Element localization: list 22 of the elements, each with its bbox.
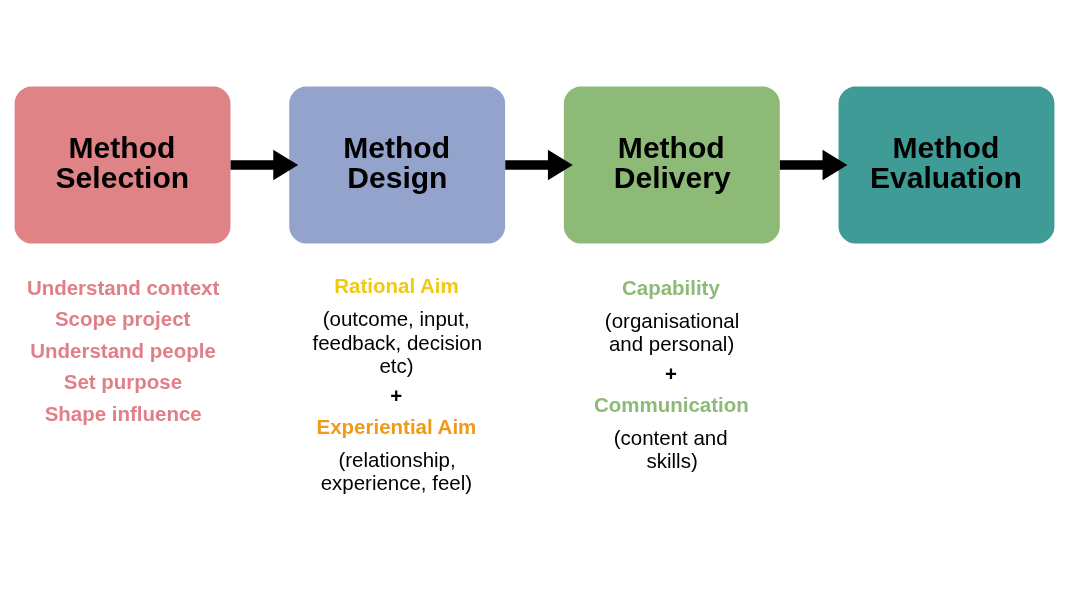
node-label: Understand people [30, 338, 216, 362]
arrow [505, 149, 573, 181]
node-label: Experiential Aim [316, 415, 477, 439]
node-label: (content and skills) [613, 426, 728, 473]
node-label: + [390, 383, 403, 407]
node-label: + [664, 361, 677, 385]
node-label: Understand context [26, 275, 220, 299]
node-label: Shape influence [44, 401, 202, 425]
node-label: (outcome, input, feedback, decision etc) [312, 307, 483, 377]
arrow [230, 149, 299, 181]
node-box: Method Selection [14, 86, 231, 244]
node-box: Method Evaluation [838, 86, 1055, 244]
node-label: Communication [593, 393, 749, 417]
node-box: Method Design [289, 86, 506, 244]
node-label: (relationship, experience, feel) [320, 448, 473, 495]
node-label: Rational Aim [334, 274, 459, 298]
arrow [779, 149, 848, 181]
node-label: Set purpose [63, 370, 183, 394]
node-label: Capability [621, 275, 720, 299]
node-box: Method Delivery [563, 86, 780, 244]
node-label: (organisational and personal) [604, 308, 740, 355]
node-label: Scope project [54, 307, 191, 331]
